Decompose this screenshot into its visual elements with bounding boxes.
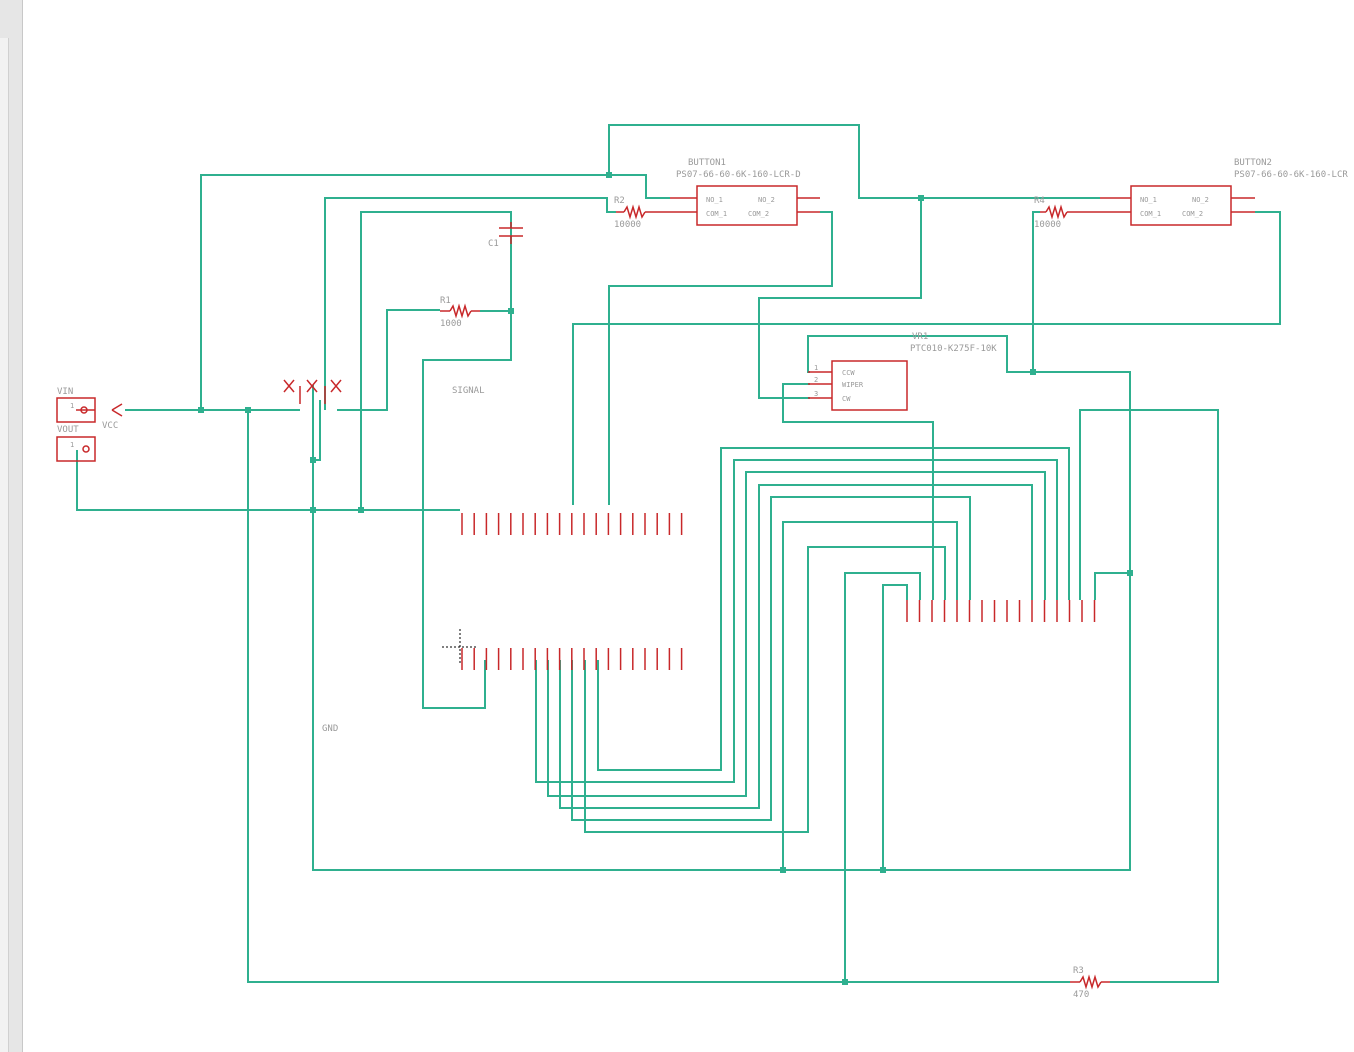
crosshair-cursor-icon <box>442 629 478 665</box>
r1-value: 1000 <box>440 319 462 329</box>
capacitor-c1[interactable]: C1 <box>488 222 523 249</box>
button2-pin-no2: NO_2 <box>1192 196 1209 204</box>
r3-value: 470 <box>1073 990 1089 1000</box>
scrollbar-track[interactable] <box>0 38 9 1052</box>
vr-name: VR1 <box>912 332 928 342</box>
svg-text:1: 1 <box>814 364 818 372</box>
c1-label: C1 <box>488 239 499 249</box>
vr-pin-wiper: WIPER <box>842 381 864 389</box>
button2-pin-com2: COM_2 <box>1182 210 1203 218</box>
svg-text:1: 1 <box>70 402 74 410</box>
svg-text:2: 2 <box>814 376 818 384</box>
gnd-net-label: GND <box>322 724 338 734</box>
button1-pin-com1: COM_1 <box>706 210 727 218</box>
button1-pin-com2: COM_2 <box>748 210 769 218</box>
button1-switch[interactable]: NO_1 NO_2 COM_1 COM_2 BUTTON1 PS07-66-60… <box>670 158 820 226</box>
button2-switch[interactable]: NO_1 NO_2 COM_1 COM_2 BUTTON2 PS07-66-60… <box>1080 158 1348 226</box>
lcd-header[interactable] <box>906 600 1096 622</box>
r2-value: 10000 <box>614 220 641 230</box>
potentiometer-vr1[interactable]: 1 2 3 CCW WIPER CW VR1 PTC010-K275F-10K <box>808 332 997 411</box>
vin-connector[interactable]: 1 VIN <box>56 387 96 423</box>
vout-connector[interactable]: 1 VOUT <box>56 425 96 462</box>
button1-value: PS07-66-60-6K-160-LCR-D <box>676 170 801 180</box>
button2-value: PS07-66-60-6K-160-LCR <box>1234 170 1348 180</box>
wires[interactable] <box>76 124 1281 983</box>
vr-pin-cw: CW <box>842 395 851 403</box>
r4-value: 10000 <box>1034 220 1061 230</box>
resistor-r3[interactable]: R3 470 <box>1070 966 1110 1000</box>
signal-net-label: SIGNAL <box>452 386 485 396</box>
button2-pin-no1: NO_1 <box>1140 196 1157 204</box>
vr-value: PTC010-K275F-10K <box>910 344 997 354</box>
vr-pin-ccw: CCW <box>842 369 855 377</box>
vout-label: VOUT <box>57 425 79 435</box>
r1-name: R1 <box>440 296 451 306</box>
button2-name: BUTTON2 <box>1234 158 1272 168</box>
resistor-r2[interactable]: R2 10000 <box>614 196 670 230</box>
r3-name: R3 <box>1073 966 1084 976</box>
r4-name: R4 <box>1034 196 1045 206</box>
left-panel-edge <box>0 0 23 1052</box>
regulator-pins[interactable] <box>283 379 342 404</box>
r2-name: R2 <box>614 196 625 206</box>
button2-pin-com1: COM_1 <box>1140 210 1161 218</box>
mcu-header[interactable] <box>461 513 683 670</box>
resistor-r4[interactable]: R4 10000 <box>1034 196 1080 230</box>
vcc-symbol[interactable]: VCC <box>102 403 123 431</box>
vcc-label: VCC <box>102 421 118 431</box>
vin-label: VIN <box>57 387 73 397</box>
svg-text:3: 3 <box>814 390 818 398</box>
button1-pin-no1: NO_1 <box>706 196 723 204</box>
button1-name: BUTTON1 <box>688 158 726 168</box>
svg-text:1: 1 <box>70 441 74 449</box>
resistor-r1[interactable]: R1 1000 <box>440 296 480 329</box>
button1-pin-no2: NO_2 <box>758 196 775 204</box>
junctions <box>198 172 1133 985</box>
